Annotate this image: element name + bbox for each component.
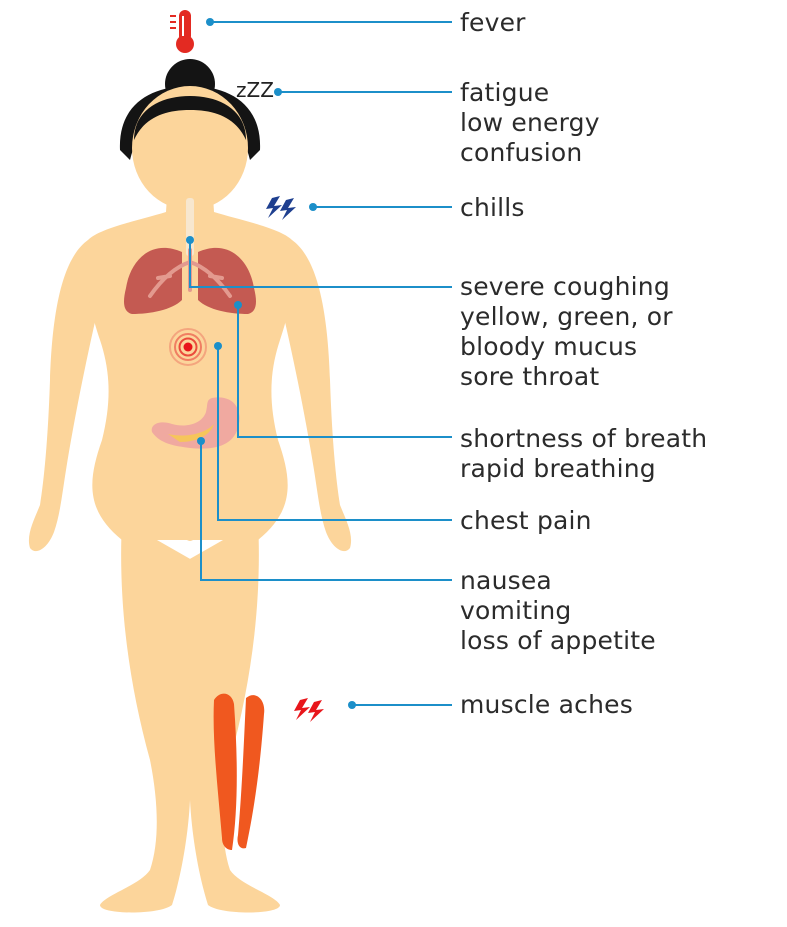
sleep-zzz-icon: zZZ	[236, 78, 274, 102]
label-cough: severe coughing yellow, green, or bloody…	[460, 272, 673, 392]
pain-bolts-icon	[294, 698, 324, 722]
label-chills: chills	[460, 193, 525, 223]
label-line: loss of appetite	[460, 626, 656, 656]
label-line: bloody mucus	[460, 332, 673, 362]
label-nausea: nausea vomiting loss of appetite	[460, 566, 656, 656]
label-line: nausea	[460, 566, 656, 596]
label-line: chills	[460, 193, 525, 223]
pain-target-icon	[170, 329, 206, 365]
label-line: severe coughing	[460, 272, 673, 302]
label-line: vomiting	[460, 596, 656, 626]
label-line: low energy	[460, 108, 600, 138]
label-line: shortness of breath	[460, 424, 707, 454]
label-fever: fever	[460, 8, 526, 38]
label-line: fever	[460, 8, 526, 38]
label-line: confusion	[460, 138, 600, 168]
label-line: sore throat	[460, 362, 673, 392]
label-line: chest pain	[460, 506, 592, 536]
label-chest-pain: chest pain	[460, 506, 592, 536]
label-line: yellow, green, or	[460, 302, 673, 332]
label-muscle-aches: muscle aches	[460, 690, 633, 720]
label-line: fatigue	[460, 78, 600, 108]
shiver-bolts-icon	[266, 196, 296, 220]
label-fatigue: fatigue low energy confusion	[460, 78, 600, 168]
label-line: muscle aches	[460, 690, 633, 720]
label-line: rapid breathing	[460, 454, 707, 484]
thermometer-icon	[170, 10, 194, 53]
label-breath: shortness of breath rapid breathing	[460, 424, 707, 484]
